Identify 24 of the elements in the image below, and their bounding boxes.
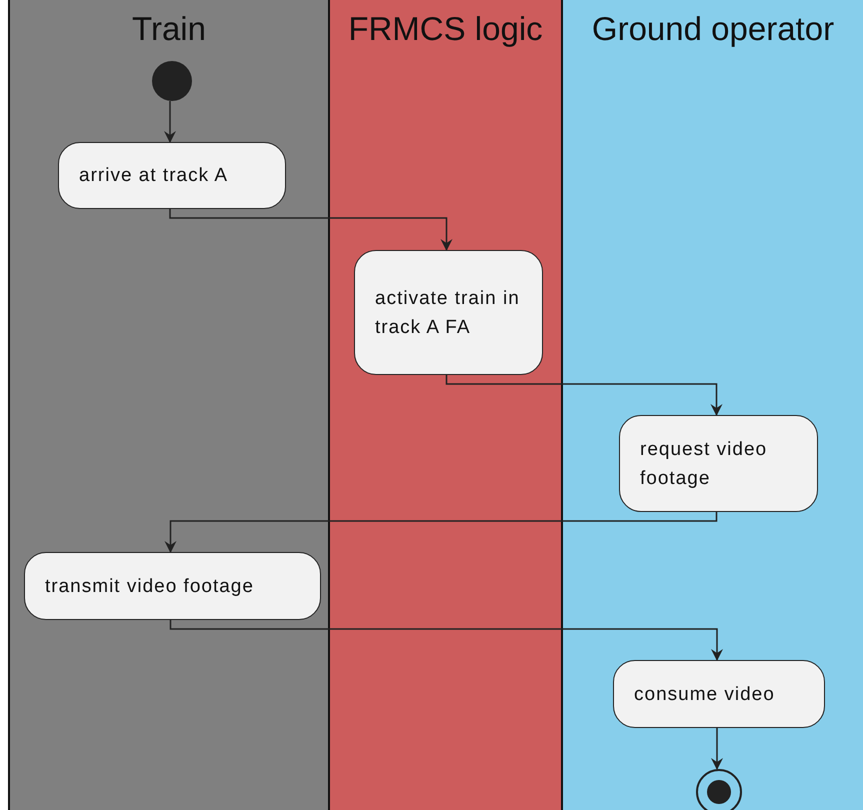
- activity-label: consume video: [634, 682, 775, 706]
- activity-box: [58, 142, 286, 209]
- start-node: [152, 61, 192, 101]
- end-node: [696, 769, 742, 810]
- activity-label: arrive at track A: [79, 164, 228, 188]
- arrow: [164, 101, 176, 143]
- activity-box: [354, 250, 543, 375]
- activity-box: [613, 660, 825, 728]
- activity-label: request video footage: [640, 438, 768, 490]
- arrow: [170, 620, 723, 661]
- lane-title: Ground operator: [590, 10, 836, 48]
- activity-label: transmit video footage: [45, 574, 254, 598]
- activity-box: [619, 415, 818, 512]
- activity-label: activate train in track A FA: [375, 286, 521, 340]
- arrow: [169, 209, 452, 251]
- swimlane: [8, 0, 328, 810]
- arrow: [164, 512, 718, 553]
- activity-box: [24, 552, 321, 620]
- swimlane: [328, 0, 561, 810]
- swimlane: [561, 0, 863, 810]
- lane-title: FRMCS logic: [347, 10, 544, 48]
- arrow: [446, 375, 722, 416]
- lane-title: Train: [131, 10, 207, 48]
- arrow: [711, 728, 723, 770]
